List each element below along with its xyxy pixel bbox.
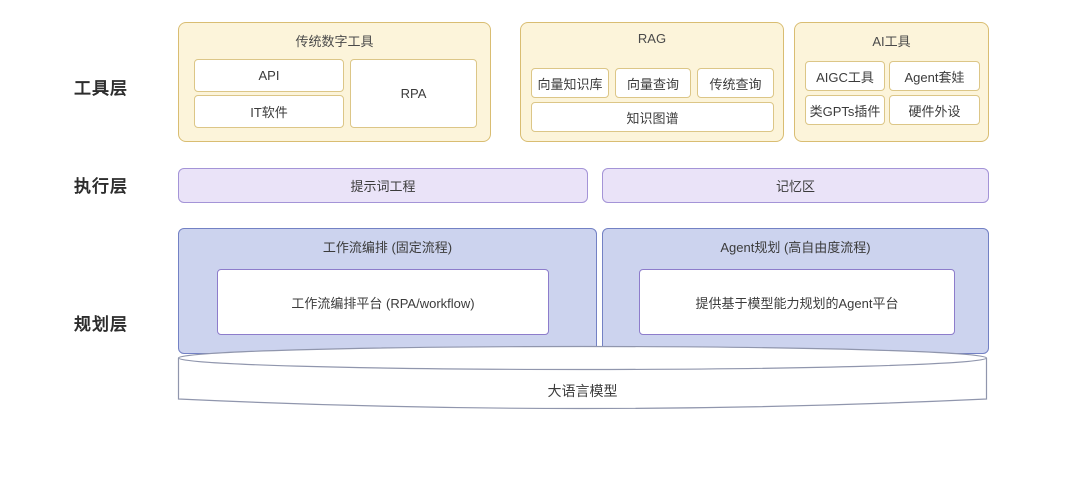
inner-workflow-platform: 工作流编排平台 (RPA/workflow) — [217, 269, 549, 335]
group-ai-tools: AI工具 AIGC工具 Agent套娃 类GPTs插件 硬件外设 — [794, 22, 989, 142]
item-vector-knowledge-base: 向量知识库 — [531, 68, 609, 98]
layer-label-execution-layer: 执行层 — [74, 177, 128, 196]
llm-label: 大语言模型 — [547, 383, 618, 399]
panel-workflow-orchestration: 工作流编排 (固定流程) 工作流编排平台 (RPA/workflow) — [178, 228, 597, 354]
group-rag: RAG 向量知识库 向量查询 传统查询 知识图谱 — [520, 22, 784, 142]
layer-label-planning-layer: 规划层 — [74, 315, 128, 334]
item-agent-nesting: Agent套娃 — [889, 61, 980, 91]
cylinder-shape-icon — [177, 345, 988, 410]
bar-prompt-engineering: 提示词工程 — [178, 168, 588, 203]
group-title-ai-tools: AI工具 — [872, 34, 911, 49]
item-gpts-like-plugins: 类GPTs插件 — [805, 95, 885, 125]
inner-agent-platform: 提供基于模型能力规划的Agent平台 — [639, 269, 955, 335]
item-api: API — [194, 59, 344, 92]
group-title-traditional-digital-tools: 传统数字工具 — [295, 34, 374, 49]
group-title-rag: RAG — [637, 31, 667, 46]
item-vector-query: 向量查询 — [615, 68, 691, 98]
group-traditional-digital-tools: 传统数字工具 API IT软件 RPA — [178, 22, 491, 142]
panel-title-agent-planning: Agent规划 (高自由度流程) — [720, 240, 871, 255]
item-it-software: IT软件 — [194, 95, 344, 128]
item-hardware-peripherals: 硬件外设 — [889, 95, 980, 125]
item-rpa: RPA — [350, 59, 477, 128]
layer-label-tool-layer: 工具层 — [74, 79, 128, 98]
item-aigc-tools: AIGC工具 — [805, 61, 885, 91]
panel-agent-planning: Agent规划 (高自由度流程) 提供基于模型能力规划的Agent平台 — [602, 228, 989, 354]
item-traditional-query: 传统查询 — [697, 68, 774, 98]
bar-memory-area: 记忆区 — [602, 168, 989, 203]
cylinder-llm: 大语言模型 — [177, 345, 988, 419]
item-knowledge-graph: 知识图谱 — [531, 102, 774, 132]
panel-title-workflow-orchestration: 工作流编排 (固定流程) — [322, 240, 453, 255]
